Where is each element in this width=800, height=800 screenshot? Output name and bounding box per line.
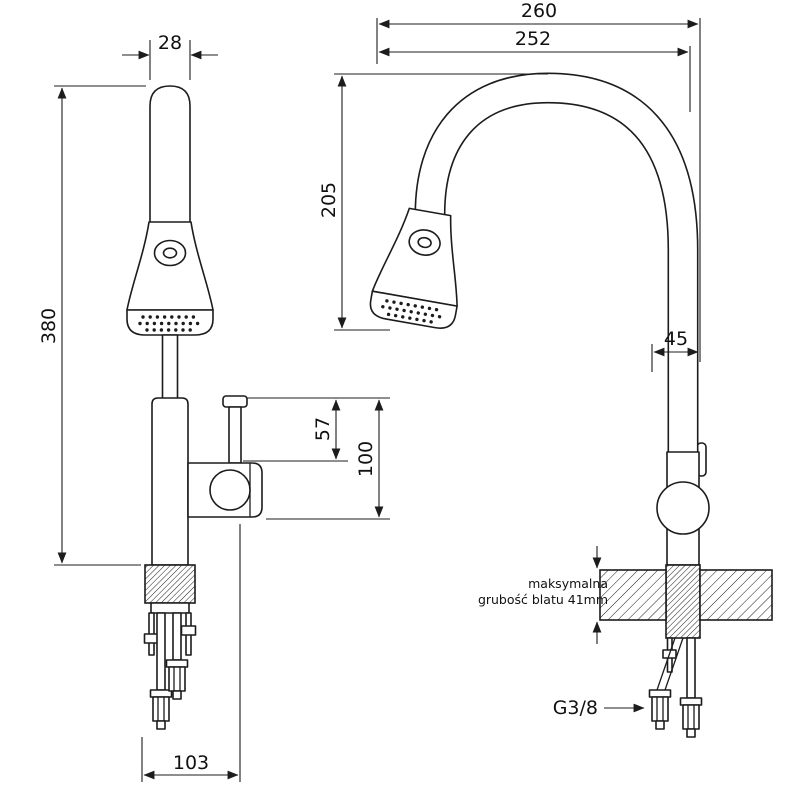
dim-counter-thickness: maksymalna grubość blatu 41mm — [478, 546, 608, 644]
side-hose-connector-a — [651, 696, 669, 722]
front-hose-right — [172, 612, 182, 661]
connector-thread-callout: G3/8 — [553, 697, 645, 719]
countertop-left — [599, 569, 667, 621]
connector-thread-label: G3/8 — [553, 697, 598, 719]
front-hose-right-connector — [168, 666, 186, 692]
countertop-right — [699, 569, 773, 621]
side-threaded-shank — [665, 564, 701, 639]
dim-label-28: 28 — [158, 32, 182, 54]
dim-body-height: 100 — [266, 399, 390, 520]
dim-base-width: 103 — [141, 524, 241, 782]
counter-note-line2: grubość blatu 41mm — [478, 592, 608, 607]
side-view — [369, 72, 773, 738]
dim-total-height: 380 — [38, 85, 146, 566]
counter-note-line1: maksymalna — [528, 576, 608, 591]
dim-overall-depth: 260 — [376, 0, 701, 362]
front-hose-left — [156, 612, 166, 691]
front-hub-cap — [209, 469, 251, 511]
front-lever-cap — [222, 395, 248, 408]
front-washer — [150, 602, 190, 614]
front-lever — [228, 406, 242, 464]
front-view — [126, 85, 263, 730]
dim-label-380: 380 — [38, 308, 60, 344]
dim-label-100: 100 — [355, 441, 377, 477]
side-hose-connector-b — [682, 704, 700, 730]
front-stem — [161, 334, 179, 401]
dim-label-252: 252 — [515, 28, 551, 50]
side-hose-b — [686, 637, 696, 699]
dim-head-width: 28 — [122, 32, 218, 80]
dim-spout-reach: 252 — [378, 28, 691, 112]
dim-label-103: 103 — [173, 752, 209, 774]
dim-spout-height: 205 — [318, 73, 548, 331]
dim-label-205: 205 — [318, 182, 340, 218]
side-ball-joint — [656, 481, 710, 535]
front-spray-head — [126, 221, 214, 336]
side-spray-head — [369, 207, 458, 329]
dim-label-45: 45 — [664, 328, 688, 350]
front-spray-hose — [149, 85, 191, 225]
front-threaded-shank — [144, 564, 196, 604]
front-body — [151, 397, 189, 566]
dim-label-260: 260 — [521, 0, 557, 22]
front-hose-left-connector — [152, 696, 170, 722]
dim-label-57: 57 — [312, 417, 334, 441]
dim-lever-height: 57 — [243, 397, 390, 462]
dim-body-depth: 45 — [651, 328, 699, 372]
